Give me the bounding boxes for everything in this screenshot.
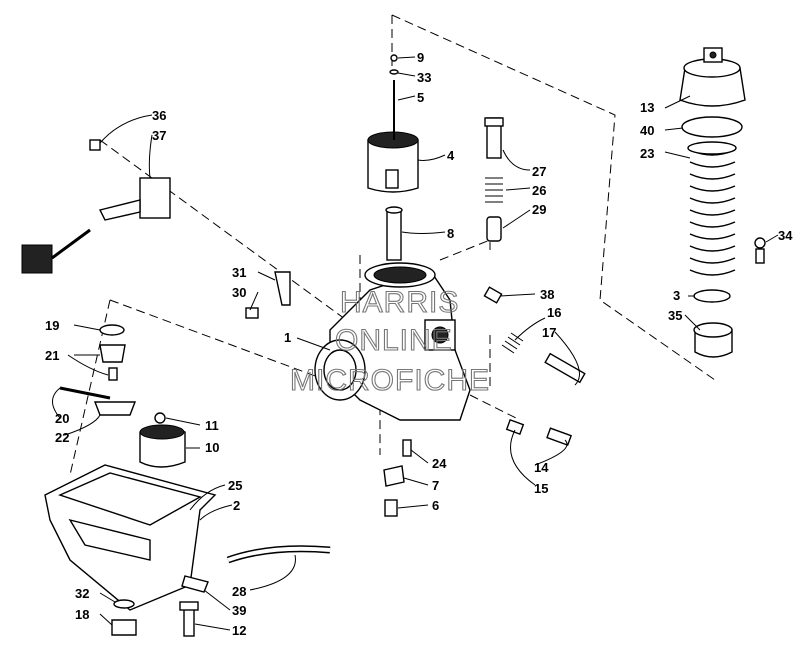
callout-label: 4 — [447, 148, 455, 163]
callout-label: 29 — [532, 202, 546, 217]
float-parts — [59, 324, 186, 468]
callout-label: 7 — [432, 478, 439, 493]
callout-label: 13 — [640, 100, 654, 115]
top-cap-part — [679, 47, 746, 107]
callout-label: 31 — [232, 265, 246, 280]
callout-label: 21 — [45, 348, 59, 363]
watermark: HARRIS ONLINE MICROFICHE — [289, 285, 490, 397]
callout-label: 35 — [668, 308, 682, 323]
o-ring-part — [681, 116, 743, 138]
spring-seat-part — [693, 322, 733, 358]
callout-label: 19 — [45, 318, 59, 333]
callout-label: 38 — [540, 287, 554, 302]
callout-label: 10 — [205, 440, 219, 455]
callout-label: 20 — [55, 411, 69, 426]
needle-jet-part — [385, 206, 403, 261]
throttle-slide-part — [367, 131, 419, 193]
callout-label: 14 — [534, 460, 549, 475]
callout-label: 22 — [55, 430, 69, 445]
callout-label: 34 — [778, 228, 793, 243]
callout-label: 17 — [542, 325, 556, 340]
screw-38-part — [483, 286, 503, 304]
carburetor-body-part — [314, 262, 471, 421]
callout-label: 32 — [75, 586, 89, 601]
callout-label: 5 — [417, 90, 424, 105]
watermark-line-1: HARRIS — [340, 286, 459, 319]
main-jet-parts — [383, 439, 412, 517]
washer-33-part — [389, 69, 399, 75]
callout-label: 11 — [205, 418, 219, 433]
pilot-air-parts — [484, 117, 504, 242]
float-bowl-parts — [44, 464, 217, 611]
callout-label: 12 — [232, 623, 246, 638]
callout-label: 18 — [75, 607, 89, 622]
callout-label: 16 — [547, 305, 561, 320]
callout-label: 24 — [432, 456, 447, 471]
callout-label: 39 — [232, 603, 246, 618]
throttle-sensor-parts — [21, 139, 171, 274]
pilot-jet-parts — [505, 419, 573, 447]
watermark-line-2: ONLINE — [335, 324, 453, 357]
callout-label: 26 — [532, 183, 546, 198]
washer-part — [693, 289, 731, 303]
callout-labels: 9 33 5 4 27 26 29 8 13 40 23 34 3 35 36 … — [45, 50, 793, 638]
callout-label: 1 — [284, 330, 291, 345]
screw-34-part — [754, 237, 766, 264]
callout-label: 15 — [534, 481, 548, 496]
callout-label: 36 — [152, 108, 166, 123]
throttle-stop-parts — [501, 332, 586, 384]
drain-parts — [111, 575, 209, 637]
callout-label: 23 — [640, 146, 654, 161]
callout-label: 3 — [673, 288, 680, 303]
callout-label: 27 — [532, 164, 546, 179]
callout-label: 28 — [232, 584, 246, 599]
callout-label: 30 — [232, 285, 246, 300]
callout-label: 6 — [432, 498, 439, 513]
watermark-line-3: MICROFICHE — [290, 364, 490, 397]
callout-label: 25 — [228, 478, 242, 493]
leader-lines — [52, 56, 779, 631]
callout-label: 9 — [417, 50, 424, 65]
callout-label: 2 — [233, 498, 240, 513]
callout-label: 33 — [417, 70, 431, 85]
callout-label: 8 — [447, 226, 454, 241]
callout-label: 40 — [640, 123, 654, 138]
callout-label: 37 — [152, 128, 166, 143]
cable-bracket-parts — [245, 271, 291, 319]
spring-part — [687, 141, 737, 276]
clip-part — [390, 54, 398, 62]
